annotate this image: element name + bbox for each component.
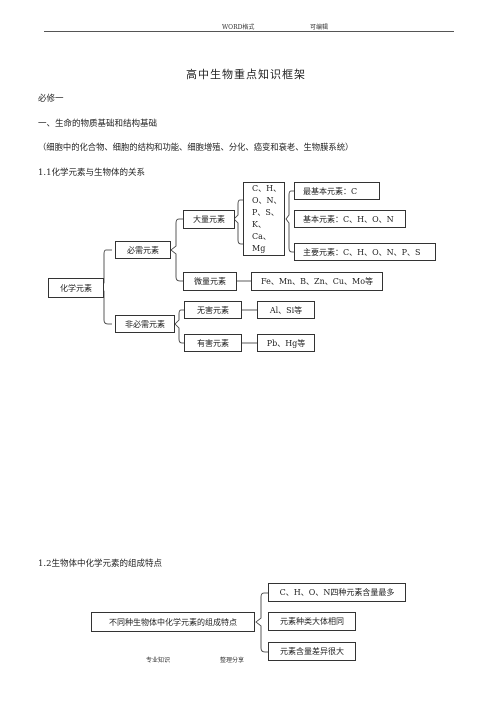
- header-right: 可编辑: [310, 24, 329, 31]
- section2-subheading: 1.2生物体中化学元素的组成特点: [38, 559, 163, 569]
- macro-list-line: C、H、: [252, 184, 282, 193]
- section1-note: （细胞中的化合物、细胞的结构和功能、细胞增殖、分化、癌变和衰老、生物膜系统）: [38, 142, 354, 152]
- page-title: 高中生物重点知识框架: [186, 68, 306, 81]
- diagram2-item2: 元素种类大体相同: [268, 612, 356, 631]
- macro-list-line: P、S、: [252, 208, 279, 217]
- header-rule: [44, 31, 454, 32]
- micro-element-list: Fe、Mn、B、Zn、Cu、Mo等: [251, 272, 383, 291]
- subtitle: 必修一: [38, 94, 64, 104]
- macro-list-line: Mg: [252, 244, 266, 253]
- diagram2-root: 不同种生物体中化学元素的组成特点: [91, 612, 255, 632]
- macro-list-line: K、Ca、: [252, 220, 271, 241]
- harmless-element-list: Al、Si等: [257, 301, 315, 319]
- section1-subheading: 1.1化学元素与生物体的关系: [38, 168, 146, 178]
- micro-elements: 微量元素: [183, 272, 237, 291]
- basic-elements: 基本元素：C、H、O、N: [294, 210, 406, 228]
- footer-right: 整理分享: [220, 657, 245, 664]
- section1-heading: 一、生命的物质基础和结构基础: [38, 119, 158, 129]
- macro-element-list: C、H、 O、N、 P、S、 K、Ca、 Mg: [243, 182, 285, 256]
- diagram2-item3: 元素含量差异很大: [268, 642, 356, 661]
- main-elements: 主要元素：C、H、O、N、P、S: [294, 243, 436, 261]
- harmful-element-list: Pb、Hg等: [257, 334, 315, 352]
- diagram2-item1: C、H、O、N四种元素含量最多: [268, 583, 406, 602]
- macro-elements: 大量元素: [183, 210, 235, 229]
- non-essential-elements: 非必需元素: [115, 315, 175, 333]
- most-basic-element: 最基本元素：C: [294, 182, 380, 200]
- essential-elements: 必需元素: [115, 241, 171, 259]
- root-chemical-elements: 化学元素: [48, 278, 104, 298]
- footer-left: 专业知识: [146, 657, 171, 664]
- macro-list-line: O、N、: [252, 196, 282, 205]
- harmful-elements: 有害元素: [184, 334, 242, 352]
- header-left: WORD格式: [222, 24, 255, 31]
- harmless-elements: 无害元素: [184, 301, 242, 319]
